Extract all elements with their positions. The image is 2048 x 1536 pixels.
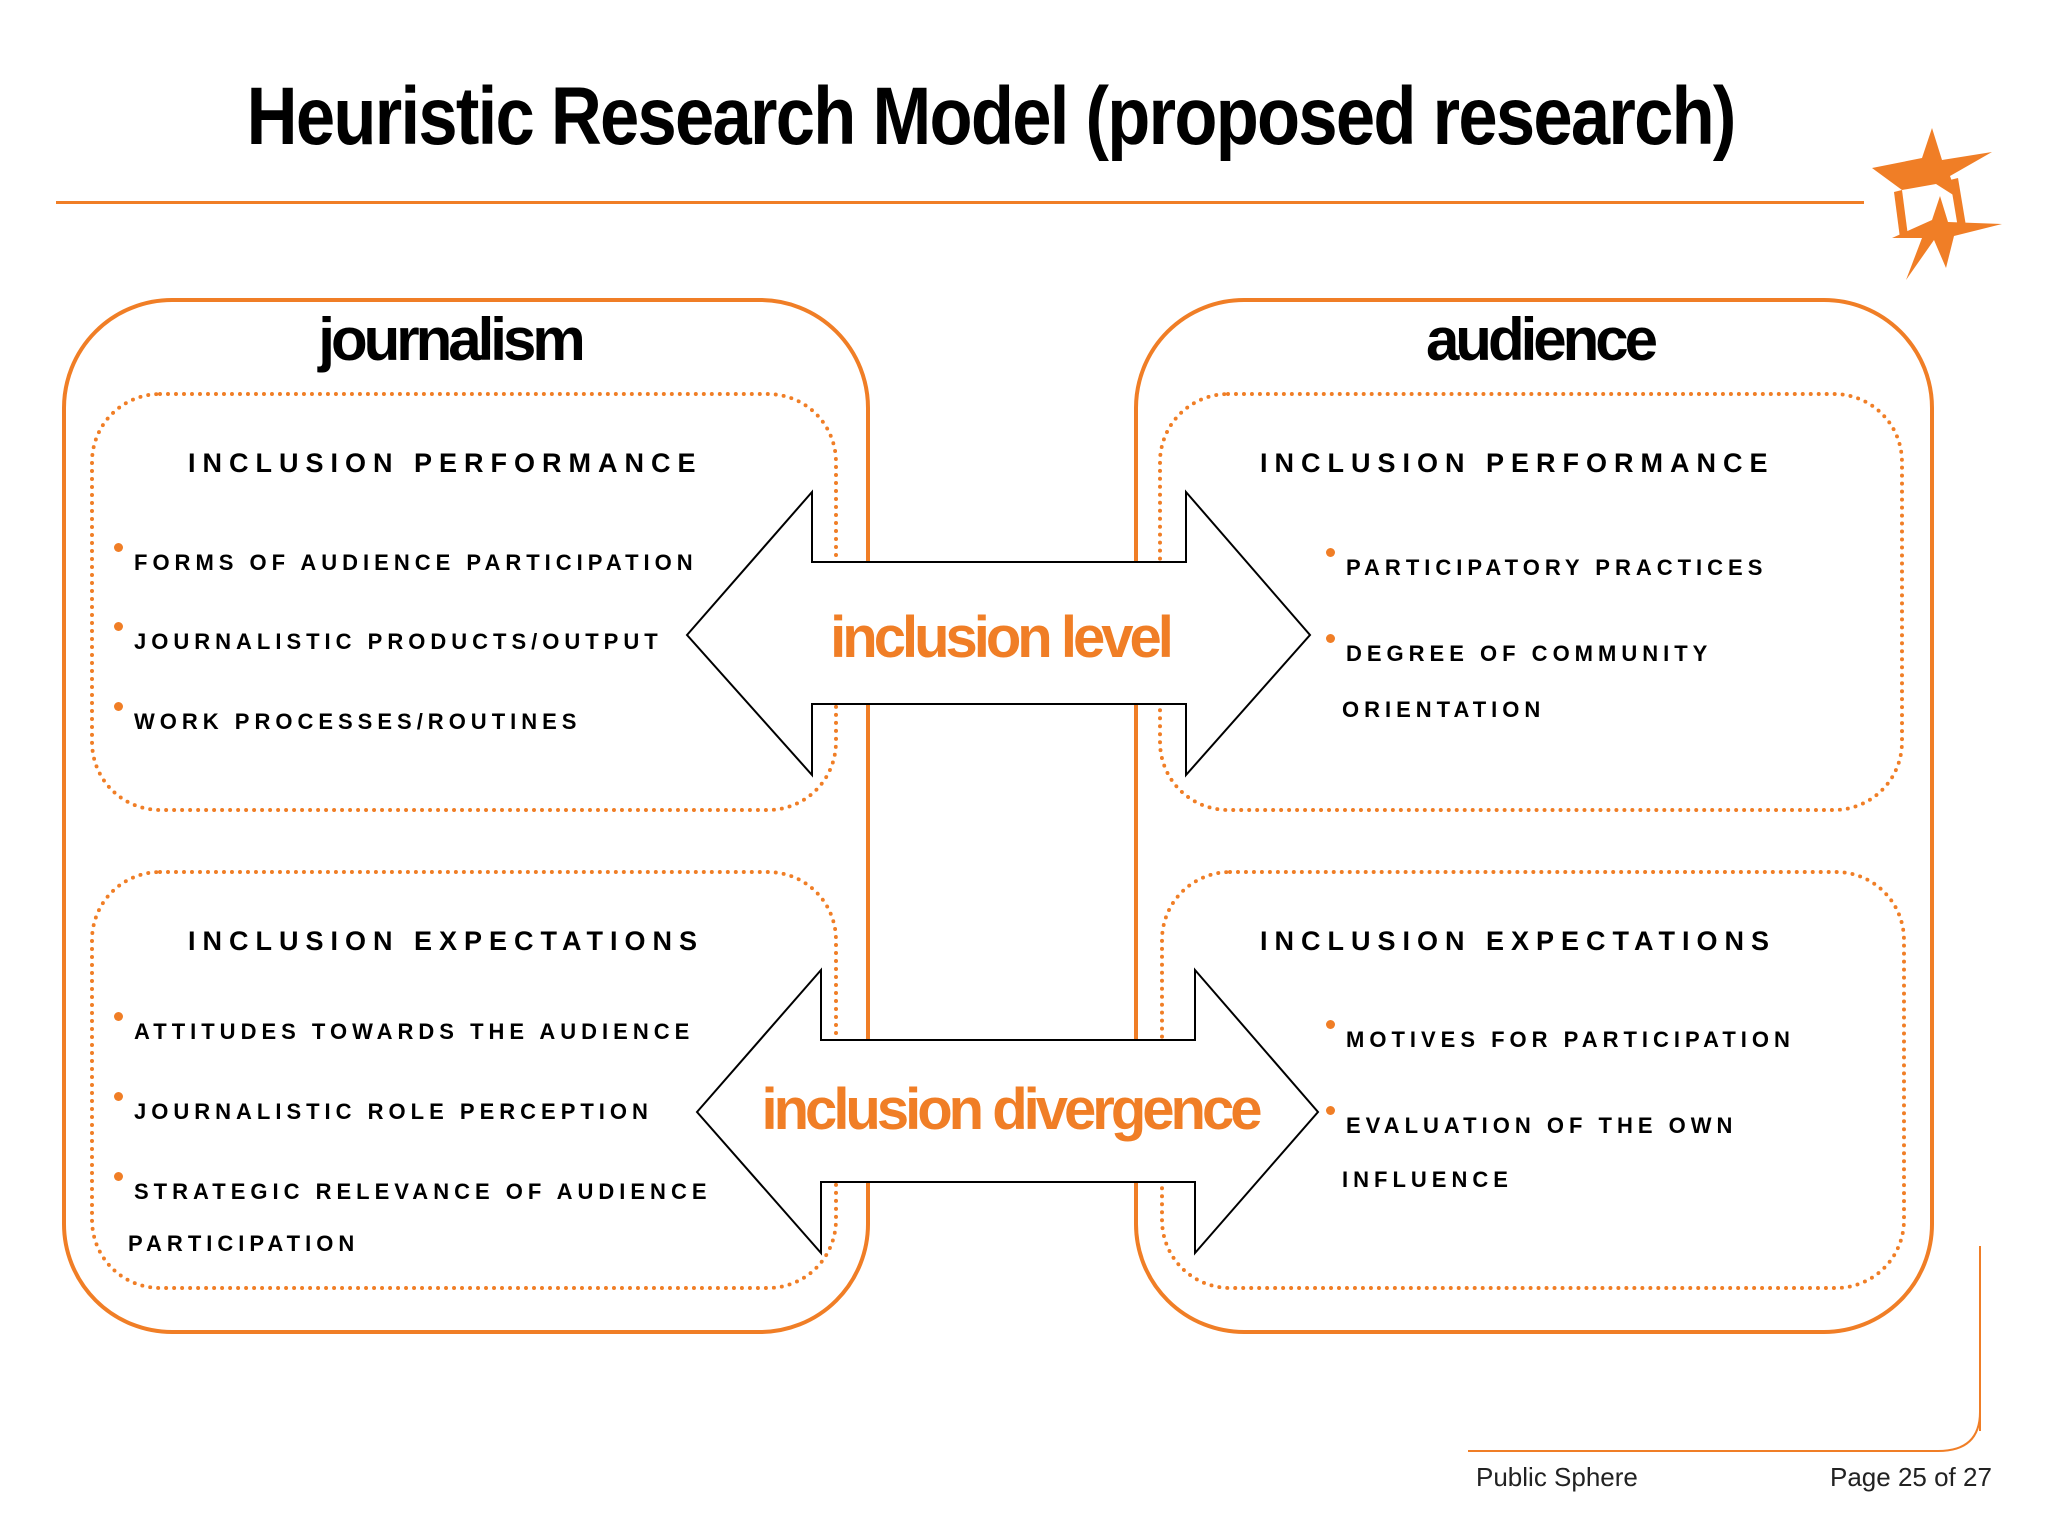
inclusion-level-label: inclusion level [830,605,1174,670]
slide-title: Heuristic Research Model (proposed resea… [246,71,1737,162]
footer-corner-curve [1937,1400,1981,1452]
list-item: JOURNALISTIC ROLE PERCEPTION [114,1084,653,1140]
list-item: FORMS OF AUDIENCE PARTICIPATION [114,535,698,591]
list-item: PARTICIPATORY PRACTICES [1326,540,1767,596]
bullet-dot [114,702,123,711]
journalism-panel [62,298,870,1334]
sparkle-logo-icon [1872,128,2002,280]
audience-performance-heading: INCLUSION PERFORMANCE [1260,448,1775,478]
journalism-performance-heading: INCLUSION PERFORMANCE [188,448,703,478]
inclusion-divergence-arrow [695,967,1320,1256]
bullet-dot [1326,1106,1335,1115]
list-item: DEGREE OF COMMUNITY [1326,626,1712,682]
bullet-dot [114,543,123,552]
journalism-expectations-heading: INCLUSION EXPECTATIONS [188,926,705,956]
footer-section-title: Public Sphere [1476,1462,1638,1492]
bullet-dot [1326,548,1335,557]
title-divider [56,201,1864,204]
footer-page-number: Page 25 of 27 [1830,1462,1992,1492]
inclusion-level-arrow [685,489,1312,778]
bullet-dot [114,1012,123,1021]
list-item-continuation: INFLUENCE [1342,1167,1513,1192]
bullet-dot [114,622,123,631]
footer-corner-horizontal [1468,1450,1938,1452]
audience-heading: audience [1425,306,1658,373]
bullet-dot [1326,634,1335,643]
journalism-heading: journalism [318,306,585,373]
inclusion-divergence-label: inclusion divergence [761,1077,1263,1142]
list-item-continuation: ORIENTATION [1342,697,1546,722]
footer-corner-vertical [1979,1246,1981,1431]
list-item: EVALUATION OF THE OWN [1326,1098,1737,1154]
list-item: WORK PROCESSES/ROUTINES [114,694,581,750]
list-item: MOTIVES FOR PARTICIPATION [1326,1012,1795,1068]
list-item-continuation: PARTICIPATION [128,1231,360,1256]
list-item: ATTITUDES TOWARDS THE AUDIENCE [114,1004,694,1060]
audience-panel [1134,298,1934,1334]
list-item: JOURNALISTIC PRODUCTS/OUTPUT [114,614,663,670]
bullet-dot [114,1092,123,1101]
list-item: STRATEGIC RELEVANCE OF AUDIENCE [114,1164,712,1220]
bullet-dot [114,1172,123,1181]
audience-expectations-heading: INCLUSION EXPECTATIONS [1260,926,1777,956]
bullet-dot [1326,1020,1335,1029]
